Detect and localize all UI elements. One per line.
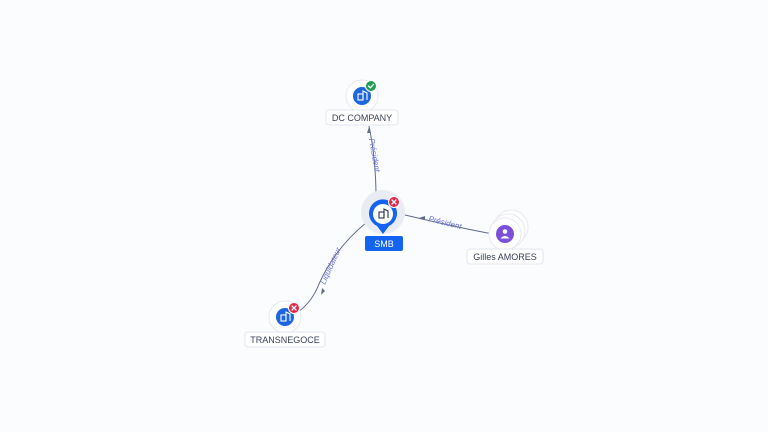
building-icon xyxy=(280,311,291,322)
edge-dc-company[interactable]: Président xyxy=(367,125,382,198)
node-label-gilles-amores: Gilles AMORES xyxy=(473,252,537,262)
node-center-smb[interactable]: SMB xyxy=(361,190,405,251)
edge-arrow-icon xyxy=(419,216,425,220)
node-label-box xyxy=(466,248,544,265)
node-label-dc-company: DC COMPANY xyxy=(332,113,392,123)
check-icon xyxy=(365,80,377,92)
node-label-box xyxy=(365,236,403,251)
edge-arrow-icon xyxy=(321,288,325,295)
node-transnegoce[interactable]: TRANSNEGOCE xyxy=(244,300,326,348)
person-icon xyxy=(500,229,510,239)
edge-label-gilles: Président xyxy=(428,214,464,231)
close-icon xyxy=(288,302,300,314)
close-icon xyxy=(388,196,400,208)
edge-label-transnegoce: Liquidateur xyxy=(319,246,343,286)
node-dc-company[interactable]: DC COMPANY xyxy=(325,79,399,126)
building-icon xyxy=(357,90,368,101)
node-core xyxy=(496,225,514,243)
node-label-box xyxy=(244,331,326,348)
edge-label-dc-company: Président xyxy=(367,138,382,174)
building-icon xyxy=(378,208,389,219)
edge-arrow-icon xyxy=(367,127,371,133)
node-label-transnegoce: TRANSNEGOCE xyxy=(250,335,320,345)
node-label-smb: SMB xyxy=(374,239,394,249)
node-gilles-amores[interactable]: Gilles AMORES xyxy=(466,209,544,265)
edge-transnegoce[interactable]: Liquidateur xyxy=(297,221,368,313)
node-core xyxy=(373,204,393,224)
node-label-box xyxy=(325,109,399,126)
edge-gilles[interactable]: Président xyxy=(404,214,494,235)
